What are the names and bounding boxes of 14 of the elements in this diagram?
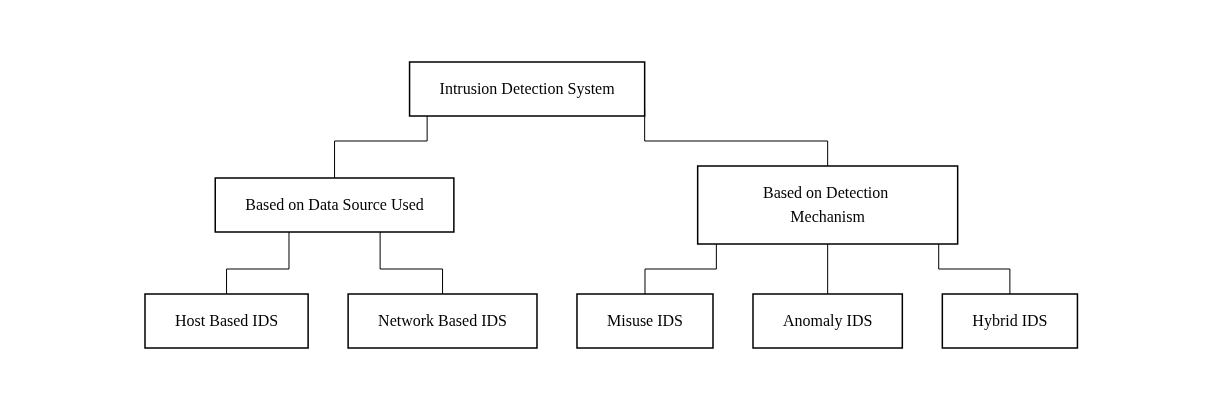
connector (379, 231, 444, 294)
node-box: Network Based IDS (347, 292, 538, 349)
connector (226, 231, 290, 294)
connector (827, 243, 829, 294)
node-box: Hybrid IDS (941, 292, 1079, 349)
node-box: Anomaly IDS (752, 292, 904, 349)
connector (644, 243, 718, 294)
node-box: Intrusion Detection System (409, 60, 646, 117)
node-box: Host Based IDS (144, 292, 310, 349)
connector (938, 243, 1011, 294)
node-box: Based on Data Source Used (214, 176, 455, 233)
connector (334, 115, 428, 178)
node-box: Based on Detection Mechanism (697, 164, 959, 245)
node-box: Misuse IDS (576, 292, 715, 349)
